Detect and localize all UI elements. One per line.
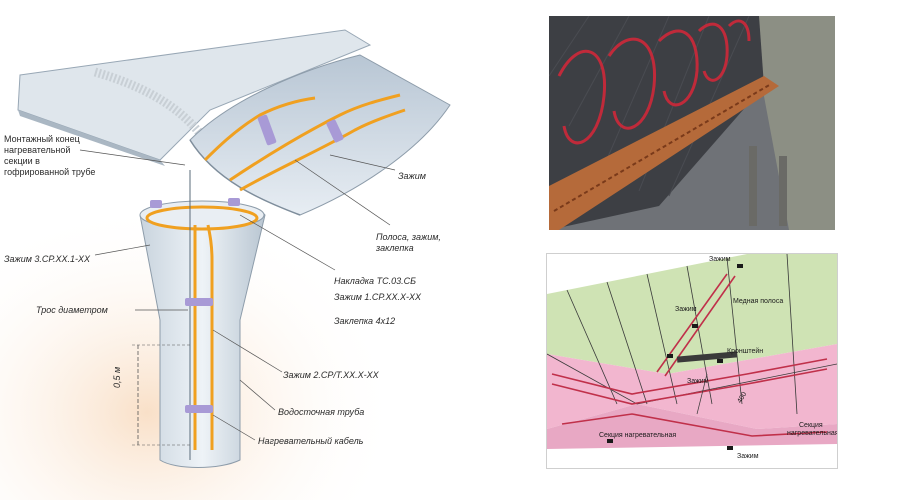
label-clamp-top: Зажим (398, 171, 426, 181)
plan-label-section-right-1: Секция (799, 422, 823, 429)
label-overlay-1: Накладка ТС.03.СБ (334, 276, 416, 286)
photo-ground (749, 16, 835, 230)
leader-downpipe (239, 379, 276, 411)
leader-mount-end (79, 149, 186, 166)
plan-label-clamp-top: Зажим (709, 256, 731, 263)
heating-cable-gutter-1 (229, 93, 401, 182)
gutter-diagram-drawing (0, 29, 451, 500)
plan-label-copper-strip: Медная полоса (733, 298, 784, 305)
leader-clamp-top (329, 154, 396, 171)
plan-copper-strip (676, 351, 738, 363)
leader-strip (294, 159, 391, 226)
roof-photo (549, 16, 835, 230)
label-strip: Полоса, зажим, заклепка (376, 232, 441, 253)
plan-label-bracket: Кронштейн (727, 348, 764, 355)
corrugated-conduit (93, 67, 209, 143)
roof-plan-diagram: Зажим Медная полоса Зажим Кронштейн Зажи… (546, 253, 838, 469)
leader-cable (212, 414, 256, 441)
heating-cable-gutter-2 (239, 108, 406, 192)
photo-gutter (549, 76, 779, 230)
plan-clamps (607, 264, 743, 450)
leader-clamp-2 (212, 329, 283, 373)
heating-cable-down-2 (206, 224, 214, 450)
roof-plan-drawing (547, 254, 837, 468)
clamp-funnel-2 (228, 198, 240, 206)
label-rope: Трос диаметром (36, 305, 108, 315)
plan-pink-roof (547, 344, 837, 429)
photo-pipe-1 (749, 146, 757, 226)
label-mount-end: Монтажный конец нагревательной секции в … (4, 134, 96, 177)
plan-label-clamp-bottom: Зажим (737, 453, 759, 460)
clamp-strip-1 (257, 114, 277, 146)
photo-heating-cable-loops (557, 19, 751, 145)
plan-label-section-right-2: нагревательная (787, 430, 838, 437)
clamp-strip-2 (326, 119, 344, 143)
roof-edge (18, 110, 165, 166)
plan-label-clamp-mid: Зажим (687, 378, 709, 385)
label-clamp-2: Зажим 2.СР/Т.ХХ.Х-ХХ (283, 370, 379, 380)
gutter-lip (189, 139, 301, 216)
label-overlay-3: Заклепка 4х12 (334, 316, 396, 326)
label-downpipe: Водосточная труба (278, 407, 365, 417)
leader-overlay (239, 214, 336, 271)
label-heating-cable: Нагревательный кабель (258, 436, 364, 446)
clamp-down-1 (185, 298, 213, 306)
heating-cable-funnel-loop (145, 205, 259, 231)
heating-cable-gutter-3 (203, 96, 316, 162)
leader-clamp-3 (94, 244, 151, 256)
plan-green-area (547, 254, 837, 374)
roof-photo-drawing (549, 16, 835, 230)
label-clamp-3: Зажим 3.СР.ХХ.1-ХХ (4, 254, 91, 264)
label-dimension: 0,5 м (112, 366, 122, 388)
plan-dimension-line (696, 373, 708, 415)
label-overlay-2: Зажим 1.СР.ХХ.Х-ХХ (334, 292, 422, 302)
plan-roof-lines (547, 254, 837, 415)
clamp-down-2 (185, 405, 213, 413)
clamp-funnel-1 (150, 200, 162, 208)
gutter-heating-diagram: Монтажный конец нагревательной секции в … (0, 29, 451, 500)
plan-label-clamps: Зажим (675, 306, 697, 313)
photo-pipe-2 (779, 156, 787, 226)
plan-label-section-left: Секция нагревательная (599, 432, 677, 439)
